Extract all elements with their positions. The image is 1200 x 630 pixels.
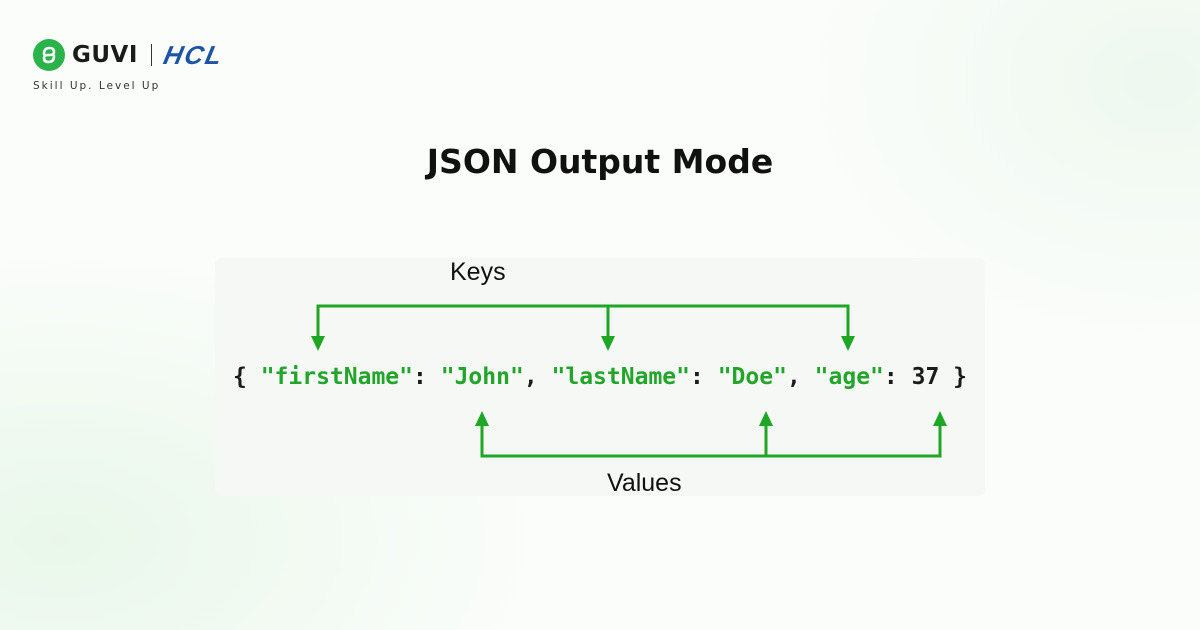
keys-arrowhead-3 [841,336,855,351]
values-arrowhead-3 [933,411,947,426]
guvi-logo-icon [33,39,65,71]
brand-logo: GUVI HCL Skill Up. Level Up [33,38,227,92]
json-close-brace: } [953,364,968,390]
keys-arrowhead-1 [311,336,325,351]
values-arrowhead-2 [759,411,773,426]
json-value: "John" [440,364,524,390]
values-bracket-line [480,424,942,458]
brand-divider [150,44,152,66]
json-value: 37 [911,364,940,390]
json-example: { "firstName": "John", "lastName": "Doe"… [232,364,968,390]
json-key: "firstName" [260,364,414,390]
brand-name: GUVI [72,42,138,68]
brand-row: GUVI HCL [33,38,227,72]
keys-arrowhead-2 [601,336,615,351]
json-value: "Doe" [717,364,787,390]
brand-tagline: Skill Up. Level Up [33,80,161,92]
json-key: "lastName" [551,364,690,390]
keys-label: Keys [450,258,506,286]
json-key: "age" [814,364,884,390]
json-open-brace: { [232,364,247,390]
values-arrowhead-1 [475,411,489,426]
page-title: JSON Output Mode [426,142,774,181]
keys-bracket-line [316,304,850,338]
values-label: Values [607,469,682,497]
